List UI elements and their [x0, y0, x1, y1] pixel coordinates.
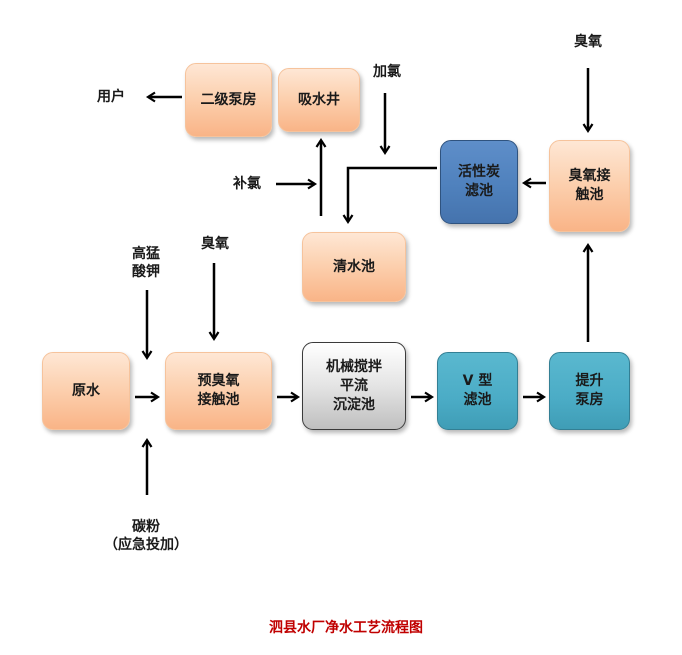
user-label: 用户 — [97, 89, 125, 105]
raw-water-box: 原水 — [42, 352, 130, 430]
ozone-pre-label: 臭氧 — [201, 236, 229, 252]
permanganate-label: 高猛 酸钾 — [121, 245, 171, 281]
secondary-pump-text: 二级泵房 — [200, 91, 257, 108]
sedimentation-text-line-1: 机械搅拌 — [326, 358, 382, 375]
add-chlorine-label: 加氯 — [373, 64, 401, 80]
v-filter-box: V 型 滤池 — [437, 352, 518, 430]
sedimentation-text-line-3: 沉淀池 — [333, 396, 375, 413]
ozone-contact-box: 臭氧接 触池 — [549, 140, 630, 232]
lift-pump-text-line-1: 提升 — [575, 373, 604, 389]
ozone-contact-text-line-2: 触池 — [575, 187, 604, 203]
sedimentation-text-line-2: 平流 — [340, 377, 368, 394]
permanganate-label-line-2: 酸钾 — [132, 264, 160, 280]
pre-ozone-text-line-1: 预臭氧 — [197, 373, 240, 389]
permanganate-label-line-1: 高猛 — [132, 246, 160, 262]
clear-water-tank-box: 清水池 — [302, 232, 406, 302]
raw-water-text: 原水 — [72, 382, 100, 399]
sedimentation-tank-box: 机械搅拌 平流 沉淀池 — [302, 342, 406, 430]
pre-ozone-contact-box: 预臭氧 接触池 — [165, 352, 272, 430]
suction-well-box: 吸水井 — [278, 68, 360, 132]
carbon-filter-text-line-2: 滤池 — [465, 183, 493, 199]
v-filter-text-line-1: V 型 — [462, 373, 493, 389]
supplement-chlorine-label: 补氯 — [233, 176, 261, 192]
ozone-contact-text-line-1: 臭氧接 — [568, 168, 611, 184]
v-filter-text-line-2: 滤池 — [463, 392, 492, 408]
lift-pump-text-line-2: 泵房 — [575, 392, 604, 408]
pre-ozone-text-line-2: 接触池 — [197, 392, 240, 408]
lift-pump-box: 提升 泵房 — [549, 352, 630, 430]
carbon-powder-label: 碳粉 — [132, 519, 160, 535]
activated-carbon-filter-box: 活性炭 滤池 — [440, 140, 518, 224]
emergency-dosing-label: （应急投加） — [104, 537, 188, 553]
suction-well-text: 吸水井 — [298, 91, 340, 108]
diagram-title: 泗县水厂净水工艺流程图 — [269, 620, 423, 636]
ozone-top-label: 臭氧 — [574, 34, 602, 50]
clear-water-text: 清水池 — [333, 258, 375, 275]
arrow-carbon-to-clear-water — [342, 166, 437, 225]
secondary-pump-house-box: 二级泵房 — [185, 63, 272, 137]
carbon-filter-text-line-1: 活性炭 — [458, 164, 500, 180]
